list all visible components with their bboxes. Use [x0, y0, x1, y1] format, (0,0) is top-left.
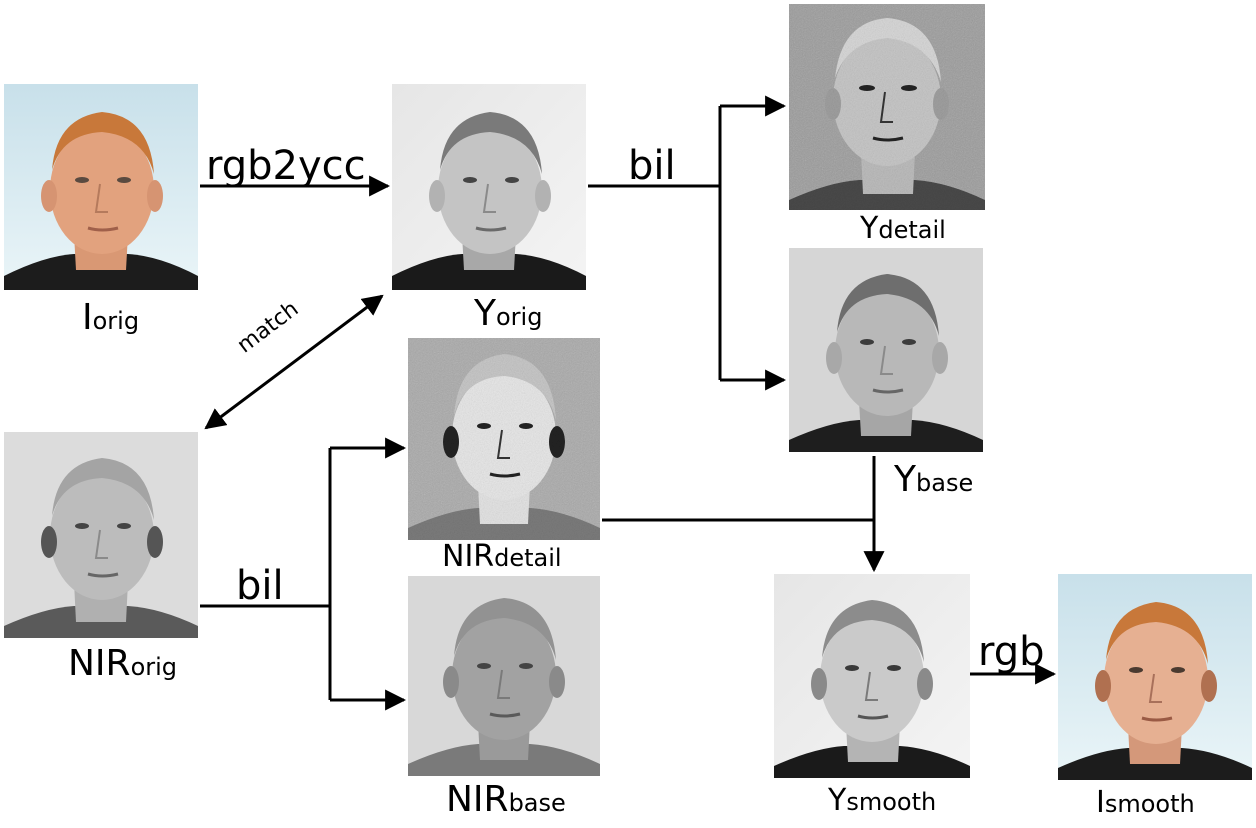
nir-orig-label-sub: orig	[130, 653, 178, 681]
y-smooth-label: Ysmooth	[828, 786, 936, 816]
y-orig-label-base: Y	[474, 293, 496, 334]
nir-base-label: NIRbase	[446, 782, 566, 818]
nir-orig-photo	[4, 432, 198, 638]
y-base-label: Ybase	[894, 462, 973, 498]
y-orig-label-sub: orig	[496, 303, 543, 331]
i-orig-label: Iorig	[82, 300, 139, 336]
y-base-photo	[789, 248, 983, 452]
y-orig-photo	[392, 84, 586, 290]
nir-orig-label-base: NIR	[68, 643, 131, 684]
i-orig-label-sub: orig	[92, 307, 140, 335]
nir-detail-label-base: NIR	[442, 539, 495, 574]
y-base-label-sub: base	[916, 469, 974, 497]
nir-orig-label: NIRorig	[68, 646, 177, 682]
rgb-label: rgb	[978, 629, 1045, 675]
nir-base-label-sub: base	[508, 789, 566, 817]
nir-base-label-base: NIR	[446, 779, 509, 820]
i-smooth-label: Ismooth	[1096, 788, 1195, 818]
y-detail-label-sub: detail	[878, 216, 946, 244]
y-detail-label: Ydetail	[860, 214, 946, 244]
y-orig-label: Yorig	[474, 296, 542, 332]
bil-nir-label: bil	[236, 563, 284, 609]
i-smooth-label-base: I	[1096, 785, 1105, 820]
bil-y-label: bil	[628, 143, 676, 189]
i-orig-label-base: I	[82, 297, 93, 338]
y-detail-photo	[789, 4, 985, 210]
nir-base-photo	[408, 576, 600, 776]
y-detail-label-base: Y	[860, 211, 879, 246]
y-smooth-label-sub: smooth	[846, 788, 937, 816]
i-smooth-label-sub: smooth	[1104, 790, 1195, 818]
match-arrow	[204, 294, 384, 430]
y-base-label-base: Y	[894, 459, 916, 500]
nir-detail-label-sub: detail	[494, 544, 562, 572]
nir-detail-label: NIRdetail	[442, 542, 562, 572]
i-orig-photo	[4, 84, 198, 290]
y-smooth-photo	[774, 574, 970, 778]
i-smooth-photo	[1058, 574, 1252, 780]
nir-detail-photo	[408, 338, 600, 540]
y-smooth-label-base: Y	[828, 783, 847, 818]
rgb2ycc-label: rgb2ycc	[206, 143, 366, 189]
